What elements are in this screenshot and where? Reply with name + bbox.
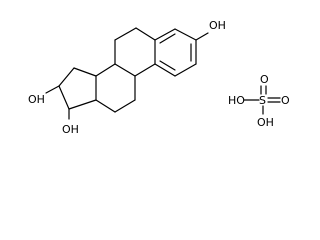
phenol-oh-bond (195, 32, 209, 41)
phenol-oh-label: OH (209, 19, 226, 32)
ring-d (58, 67, 97, 110)
aromatic-ring-a (154, 28, 197, 77)
c16-oh-bond (45, 85, 60, 94)
ring-c (95, 63, 136, 113)
sulfuric-right-oxygen-label: O (281, 94, 290, 107)
c16-oh-label: OH (28, 93, 45, 106)
c17-oh-label: OH (62, 123, 79, 136)
chemical-structure-diagram: OH OH OH HO S O O OH (28, 19, 290, 136)
sulfuric-acid: HO S O O OH (228, 73, 290, 129)
sulfuric-bottom-oh-label: OH (257, 116, 274, 129)
sulfur-label: S (259, 94, 266, 107)
sulfuric-top-oxygen-label: O (260, 73, 269, 86)
sulfuric-left-oh-label: HO (228, 94, 245, 107)
ring-b (114, 27, 156, 77)
